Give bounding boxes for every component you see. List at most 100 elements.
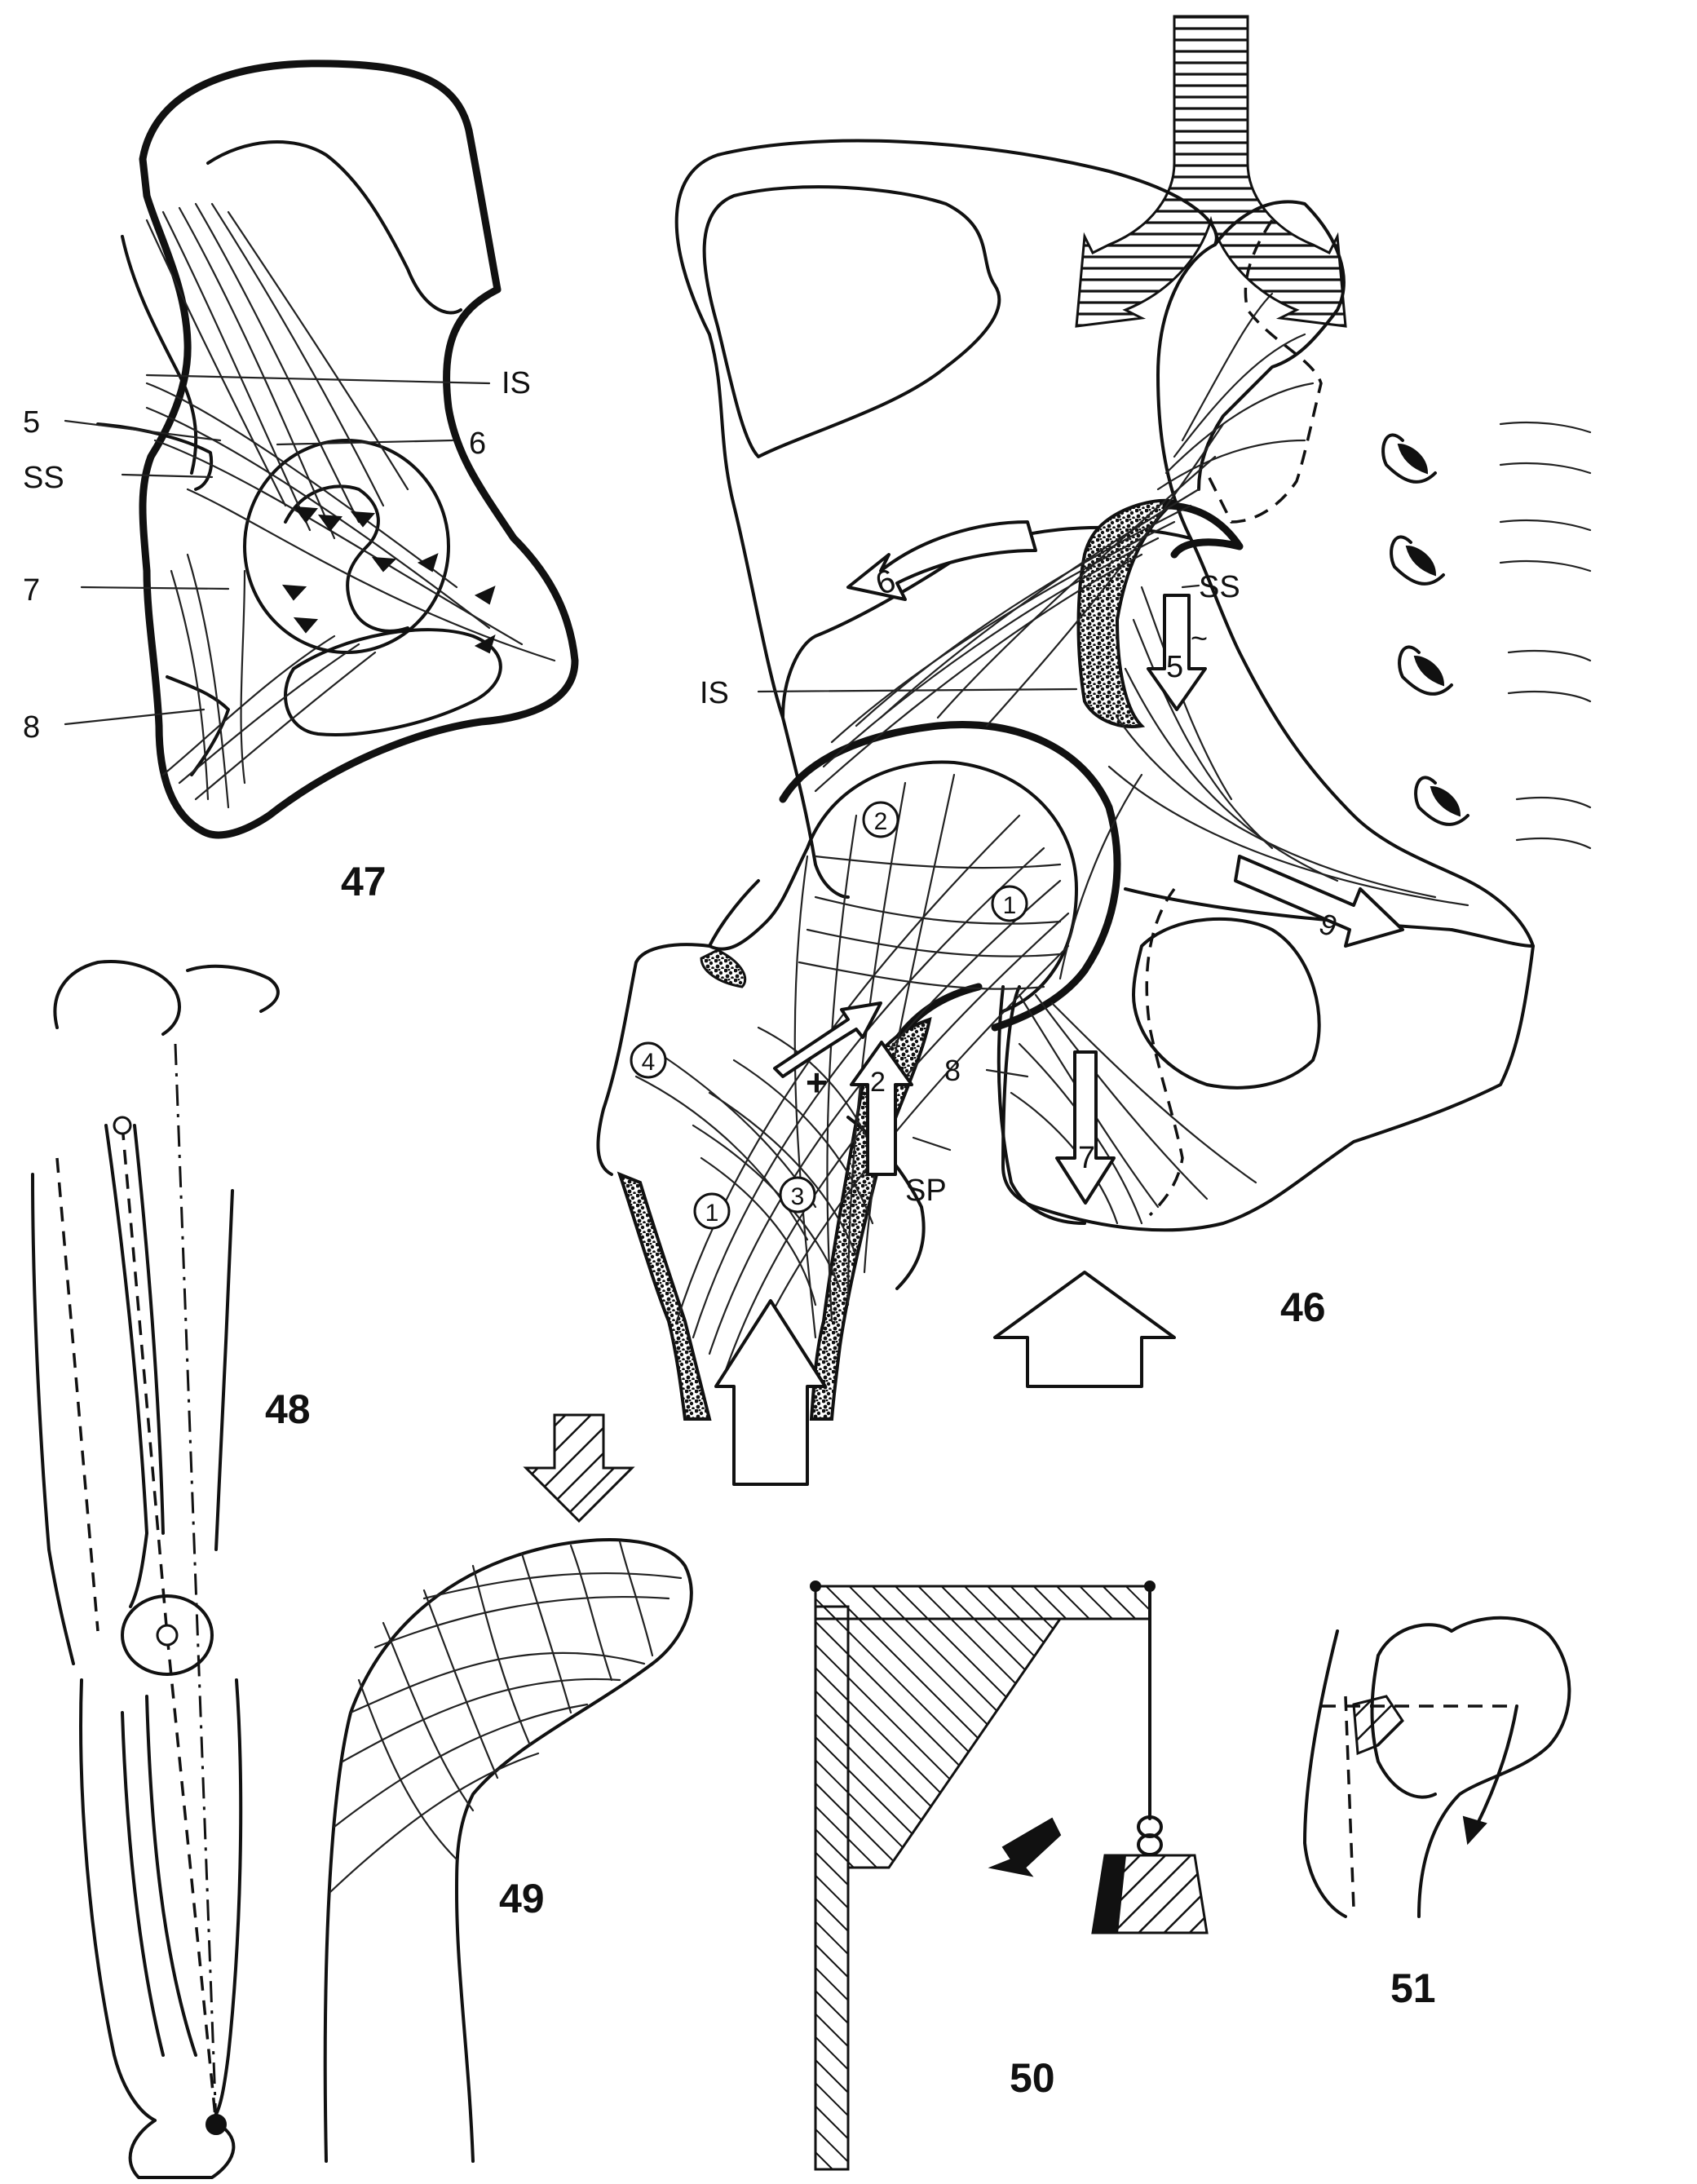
circle-2-46: 2 [874,808,888,835]
label-plus-46: + [806,1061,828,1103]
crane-top-50 [814,1585,1151,1620]
neck-section-51 [1352,1695,1404,1756]
iliac-wing-46 [674,139,1218,719]
leader-is-47 [145,374,491,385]
iliac-crest-inner-47 [206,140,462,315]
hatched-load-arrow-46 [1075,15,1347,328]
arrow-2-label-46: 2 [870,1067,886,1098]
mechanical-axis-femur-48 [121,1125,169,1636]
anatomical-axis-48 [55,1157,99,1632]
sacroiliac-dashed-46 [1205,219,1323,524]
crane-outline-49 [323,1538,693,2163]
figure-number-49: 49 [499,1876,545,1921]
sacrum-outline-46 [1197,200,1346,491]
greater-trochanter-cortex-46 [700,948,747,988]
crane-grid-49 [329,1540,683,1894]
vertebra-markers-46 [1381,421,1592,850]
arrow-up-large-46 [714,1299,827,1486]
acetabulum-47 [243,439,450,654]
leg-outline-48 [79,1678,157,2122]
knee-center-48 [156,1624,179,1647]
femur-upper-outline-51 [1303,1629,1347,1918]
acetabulum-46 [779,721,1121,1032]
label-7-47: 7 [23,573,40,608]
obturator-46 [1132,917,1321,1090]
pelvic-brim-46 [1189,537,1535,948]
pelvis-right-48 [186,964,280,1013]
ankle-center-48 [205,2114,227,2135]
obturator-dashed-46 [1145,887,1184,1217]
leader-5-47 [64,419,222,442]
femoral-neck-46 [708,847,809,951]
knee-48 [121,1594,214,1676]
trajectory-lines-47 [145,202,556,809]
arrow-5-46 [1147,594,1207,711]
force-arrow-50 [988,1817,1062,1877]
force-arrowheads-47 [281,506,496,654]
label-sp-46: SP [905,1174,947,1208]
femur-inner-48 [133,1124,165,1535]
figure-51: 51 [1303,1616,1571,2011]
arrow-6-46 [846,520,1037,601]
ischium-47 [166,675,230,776]
leader-is-46 [757,687,1078,693]
leader-7-47 [80,586,230,590]
label-5-47: 5 [23,405,40,440]
pubis-46 [1001,887,1535,1232]
arrow-7-label-46: 7 [1078,1141,1095,1175]
medial-shaft-cortex-46 [809,1017,932,1421]
leader-6-47 [276,439,454,446]
leader-8-47 [64,708,205,726]
load-arrow-51 [1474,1704,1518,1828]
foot-48 [128,2119,236,2179]
figure-49: 49 [323,1413,693,2163]
mechanical-axis-tibia-48 [166,1634,218,2125]
acetabulum-rim-46 [1162,502,1244,559]
crane-brace-50 [846,1617,1063,1869]
leader-sp-46 [912,1136,952,1152]
lunate-surface-47 [284,484,409,633]
label-tilde-46: ~ [1191,621,1208,655]
arrow-cervical-46 [773,1001,882,1078]
arrow-up-right-46 [993,1271,1176,1388]
ilium-lower-46 [781,716,850,899]
figure-number-50: 50 [1010,2055,1055,2101]
circle-1a-46: 1 [1003,892,1017,919]
crane-node-right-50 [1144,1581,1156,1592]
greater-trochanter-46 [596,943,711,1176]
figure-number-48: 48 [265,1386,311,1432]
weight-shade-50 [1091,1855,1127,1934]
label-8-47: 8 [23,710,40,745]
figure-number-46: 46 [1280,1284,1326,1330]
label-ss-47: SS [23,461,64,495]
crane-node-left-50 [810,1581,821,1592]
vertical-axis-48 [174,1043,218,2125]
figure-46: 6 5 9 7 2 [596,15,1592,1486]
tibia-48 [145,1695,197,2057]
figure-number-51: 51 [1390,1965,1436,2011]
figure-48: 48 [31,960,311,2179]
ischium-46 [997,985,1086,1225]
circle-1b-46: 1 [705,1200,719,1227]
femur-neck-51 [1370,1654,1437,1799]
label-is-47: IS [502,366,531,400]
hip-bone-outline-47 [139,60,579,839]
crane-mast-50 [814,1605,850,2171]
pelvic-trabeculae-46 [814,292,1469,1225]
leader-ss-46 [1181,584,1200,589]
label-ss-46: SS [1199,570,1240,604]
circled-numbers-46: 2 1 4 1 3 [630,801,1028,1230]
arrow-7-46 [1055,1050,1116,1205]
label-is-46: IS [700,676,729,710]
hip-center-48 [113,1116,132,1135]
lateral-shaft-cortex-46 [616,1171,712,1421]
iliac-wing-inner-46 [702,185,1001,458]
figure-50: 50 [810,1581,1209,2171]
fibula-48 [121,1711,165,2057]
leader-ss-47 [121,473,214,479]
label-8-46: 8 [944,1054,961,1087]
figure-47: IS 5 SS 6 7 8 47 [23,60,579,904]
arrow-5-label-46: 5 [1166,650,1183,684]
circle-4-46: 4 [642,1049,656,1076]
